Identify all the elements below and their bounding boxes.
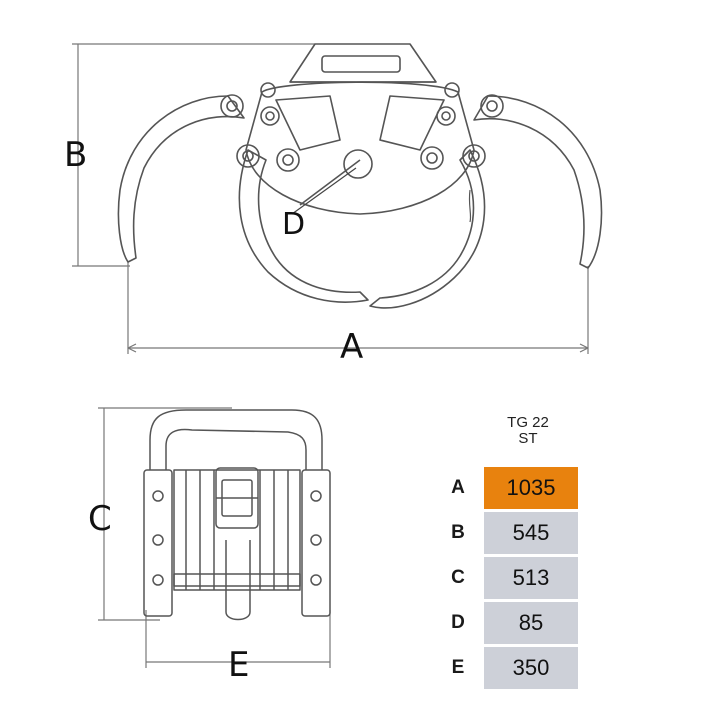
inner-left-jaw — [238, 149, 369, 303]
inner-right-jaw — [369, 149, 486, 309]
spec-row-c: C 513 — [440, 557, 580, 599]
side-bolts — [152, 490, 322, 586]
grapple-body — [245, 81, 475, 215]
right-side-plate — [301, 469, 331, 617]
label-d: D — [282, 207, 305, 242]
spec-value: 85 — [484, 602, 578, 644]
bottom-crossbar — [173, 573, 301, 587]
outer-right-jaw — [473, 95, 603, 269]
left-side-plate — [143, 469, 173, 617]
grapple-side-view — [72, 43, 603, 354]
spec-table: TG 22 ST A 1035 B 545 C 513 D 85 E 350 — [440, 415, 590, 689]
spec-value: 545 — [484, 512, 578, 554]
rotator-mount — [289, 43, 437, 83]
spec-value: 350 — [484, 647, 578, 689]
spec-row-b: B 545 — [440, 512, 580, 554]
spec-label: A — [451, 477, 465, 498]
outer-left-jaw — [117, 95, 245, 263]
grapple-front-view — [98, 407, 331, 668]
label-a: A — [340, 327, 363, 367]
center-tines — [185, 470, 289, 590]
spec-row-d: D 85 — [440, 602, 580, 644]
dimension-c-line — [98, 407, 232, 621]
label-c: C — [88, 499, 112, 539]
model-name: TG 22 — [507, 414, 549, 431]
spec-label: E — [451, 657, 465, 678]
model-variant: ST — [518, 430, 538, 447]
spec-label: C — [451, 567, 465, 588]
spec-row-e: E 350 — [440, 647, 580, 689]
center-post — [225, 540, 251, 621]
spec-header: TG 22 ST — [480, 415, 576, 447]
dimension-b-line — [72, 43, 315, 267]
center-frame — [173, 469, 301, 591]
label-b: B — [64, 135, 87, 175]
dimension-a-line — [127, 262, 589, 354]
top-arch — [149, 409, 323, 470]
dimension-e-line — [145, 610, 331, 668]
spec-label: B — [451, 522, 465, 543]
spec-value: 1035 — [484, 467, 578, 509]
hydraulic-hose — [468, 189, 472, 223]
pivot-pins — [220, 82, 504, 172]
spec-row-a: A 1035 — [440, 467, 580, 509]
rotator-core — [215, 467, 259, 529]
dimension-d-leader — [291, 167, 357, 215]
spec-value: 513 — [484, 557, 578, 599]
label-e: E — [228, 645, 249, 685]
spec-label: D — [451, 612, 465, 633]
